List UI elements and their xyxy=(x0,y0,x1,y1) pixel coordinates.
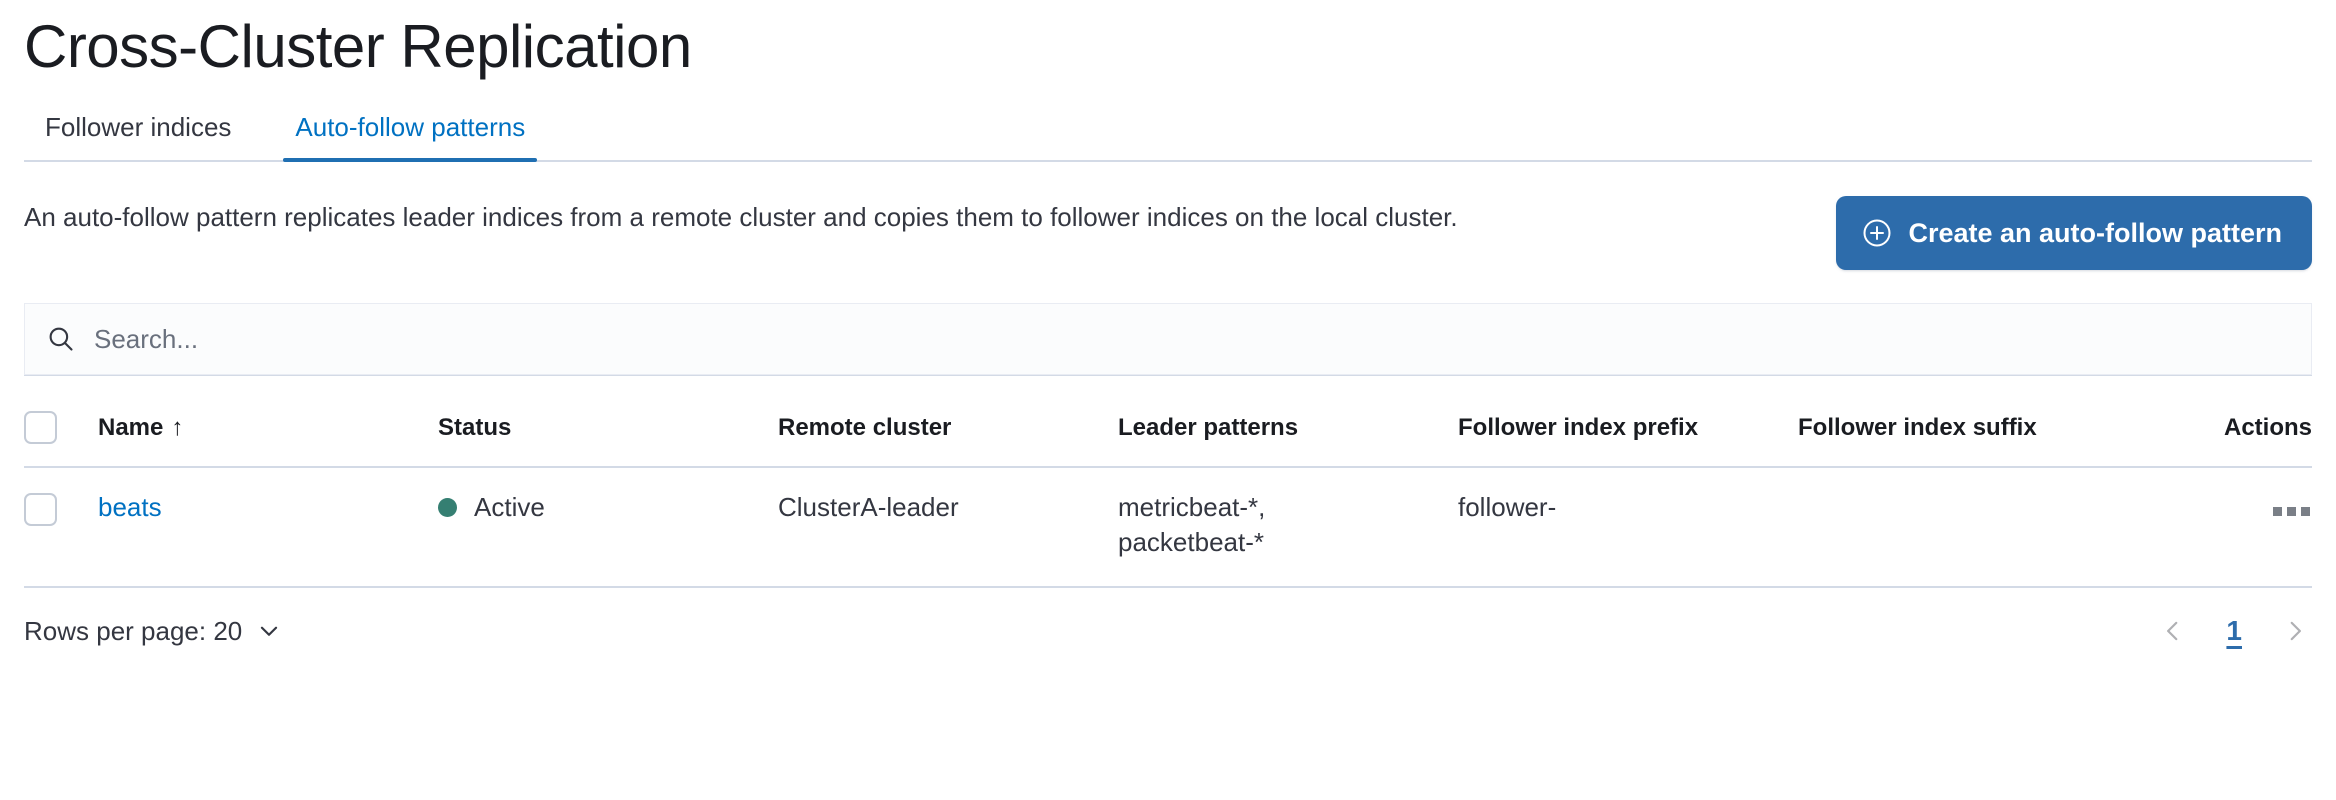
column-header-remote-cluster[interactable]: Remote cluster xyxy=(778,397,1118,468)
pagination-page-1[interactable]: 1 xyxy=(2220,615,2248,647)
pagination: 1 xyxy=(2156,614,2312,648)
cell-follower-index-suffix xyxy=(1798,467,2178,589)
chevron-right-icon[interactable] xyxy=(2278,614,2312,648)
table-head: Name↑ Status Remote cluster Leader patte… xyxy=(24,397,2312,468)
row-select-cell xyxy=(24,467,98,589)
select-all-checkbox[interactable] xyxy=(24,411,57,444)
plus-in-circle-icon xyxy=(1862,218,1892,248)
create-button-label: Create an auto-follow pattern xyxy=(1908,217,2282,248)
tab-auto-follow-patterns[interactable]: Auto-follow patterns xyxy=(283,114,538,162)
chevron-left-icon[interactable] xyxy=(2156,614,2190,648)
intro-description: An auto-follow pattern replicates leader… xyxy=(24,202,1458,232)
column-header-name-label: Name xyxy=(98,413,164,441)
actions-dot-1 xyxy=(2273,507,2282,516)
rows-per-page-selector[interactable]: Rows per page: 20 xyxy=(24,616,282,647)
create-auto-follow-pattern-button[interactable]: Create an auto-follow pattern xyxy=(1836,196,2312,270)
table-body: beats Active ClusterA-leader metricbeat-… xyxy=(24,467,2312,589)
page-title: Cross-Cluster Replication xyxy=(24,13,692,80)
cell-remote-cluster: ClusterA-leader xyxy=(778,467,1118,589)
column-header-status[interactable]: Status xyxy=(438,397,778,468)
table-row: beats Active ClusterA-leader metricbeat-… xyxy=(24,467,2312,589)
cell-actions xyxy=(2178,467,2312,589)
cell-status: Active xyxy=(438,467,778,589)
column-header-follower-index-prefix[interactable]: Follower index prefix xyxy=(1458,397,1798,468)
search-bar[interactable] xyxy=(24,303,2312,375)
status-label: Active xyxy=(474,492,545,522)
column-header-actions: Actions xyxy=(2178,397,2312,468)
intro-row: An auto-follow pattern replicates leader… xyxy=(24,196,2312,270)
cell-leader-patterns: metricbeat-*, packetbeat-* xyxy=(1118,467,1458,589)
actions-dot-2 xyxy=(2287,507,2296,516)
actions-menu-icon[interactable] xyxy=(2271,501,2312,522)
rows-per-page-label: Rows per page: 20 xyxy=(24,615,243,646)
column-header-name[interactable]: Name↑ xyxy=(98,397,438,468)
status-dot-icon xyxy=(438,498,457,518)
column-header-follower-index-suffix[interactable]: Follower index suffix xyxy=(1798,397,2178,468)
table-header-row: Name↑ Status Remote cluster Leader patte… xyxy=(24,397,2312,468)
arrow-up-icon: ↑ xyxy=(171,413,184,441)
select-all-header xyxy=(24,397,98,468)
row-checkbox[interactable] xyxy=(24,492,57,526)
tab-bar: Follower indices Auto-follow patterns xyxy=(24,114,2312,162)
tab-follower-indices[interactable]: Follower indices xyxy=(33,114,243,162)
search-input[interactable] xyxy=(94,323,2290,355)
auto-follow-patterns-table: Name↑ Status Remote cluster Leader patte… xyxy=(24,397,2312,589)
chevron-down-icon xyxy=(256,618,282,644)
table-footer: Rows per page: 20 1 xyxy=(24,614,2312,648)
cell-name: beats xyxy=(98,467,438,589)
column-header-leader-patterns[interactable]: Leader patterns xyxy=(1118,397,1458,468)
search-icon xyxy=(46,324,76,354)
pattern-name-link[interactable]: beats xyxy=(98,492,162,522)
cell-follower-index-prefix: follower- xyxy=(1458,467,1798,589)
actions-dot-3 xyxy=(2301,507,2310,516)
